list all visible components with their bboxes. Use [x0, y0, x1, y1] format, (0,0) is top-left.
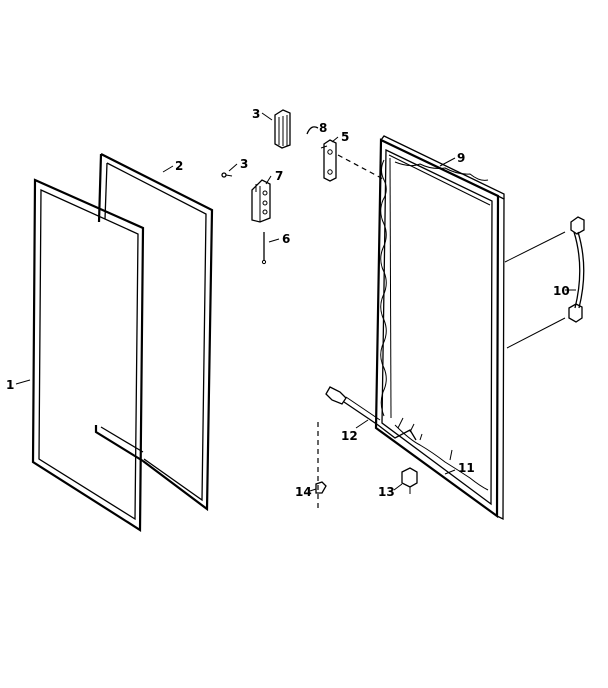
- part-5-door-stop: [320, 139, 337, 182]
- label-part-6: 6: [282, 232, 290, 246]
- alignment-line-hinge: [337, 154, 386, 181]
- part-8-clip: [306, 126, 319, 135]
- part-14-screw: [315, 481, 327, 494]
- leader-lines: [15, 112, 576, 492]
- part-11-trim: [449, 449, 453, 461]
- label-part-5: 5: [341, 130, 349, 144]
- part-10-door-handle: [504, 216, 585, 349]
- label-part-1: 1: [6, 378, 14, 392]
- label-part-7: 7: [275, 169, 283, 183]
- label-part-12: 12: [341, 429, 358, 443]
- part-12-wire: [325, 386, 423, 441]
- label-part-14: 14: [295, 485, 312, 499]
- part-6-hinge-pin: [261, 232, 267, 265]
- part-3-screw: [221, 172, 233, 178]
- part-3-hinge-cover: [274, 109, 291, 149]
- part-13-bumper: [401, 467, 418, 494]
- part-9-door-liner: [374, 135, 505, 521]
- label-part-2: 2: [175, 159, 183, 173]
- label-part-3-top: 3: [252, 107, 260, 121]
- part-2-gasket-frame: [94, 153, 214, 512]
- label-part-10: 10: [553, 284, 570, 298]
- label-part-13: 13: [378, 485, 395, 499]
- part-1-door-panel: [31, 178, 145, 532]
- label-part-11: 11: [458, 461, 475, 475]
- label-part-3-small: 3: [240, 157, 248, 171]
- label-part-9: 9: [457, 151, 465, 165]
- label-part-8: 8: [319, 121, 327, 135]
- part-7-hinge-bracket: [251, 179, 271, 223]
